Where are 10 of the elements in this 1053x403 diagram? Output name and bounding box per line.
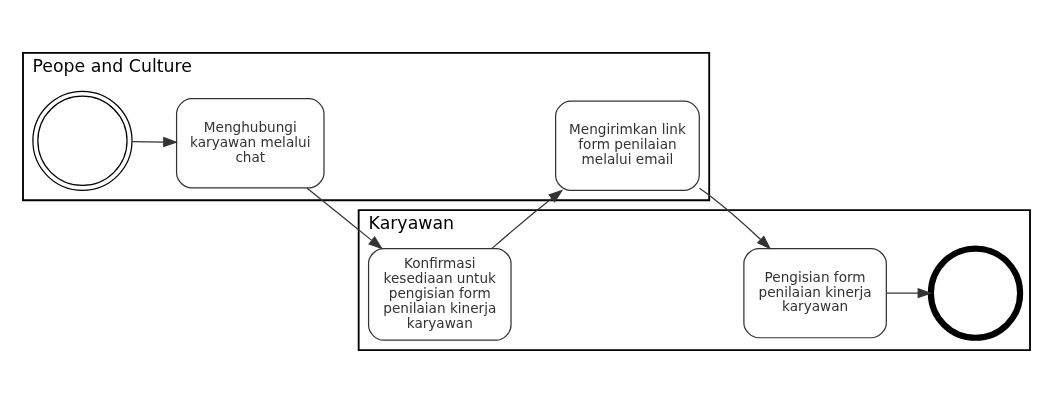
arrow: [131, 136, 179, 148]
node-circle: [32, 90, 133, 191]
node-box: Mengirimkan link form penilaian melalui email: [555, 100, 700, 191]
arrow: [491, 189, 564, 249]
arrow: [698, 187, 772, 250]
node-box: Menghubungi karyawan melalui chat: [175, 98, 325, 189]
node-box: Pengisian form penilaian kinerja karyawan: [743, 247, 887, 339]
node-circle: [927, 245, 1024, 341]
node-box: Konfirmasi kesediaan untuk pengisian form penilaian kinerja karyawan: [367, 247, 512, 341]
arrow: [885, 287, 933, 299]
